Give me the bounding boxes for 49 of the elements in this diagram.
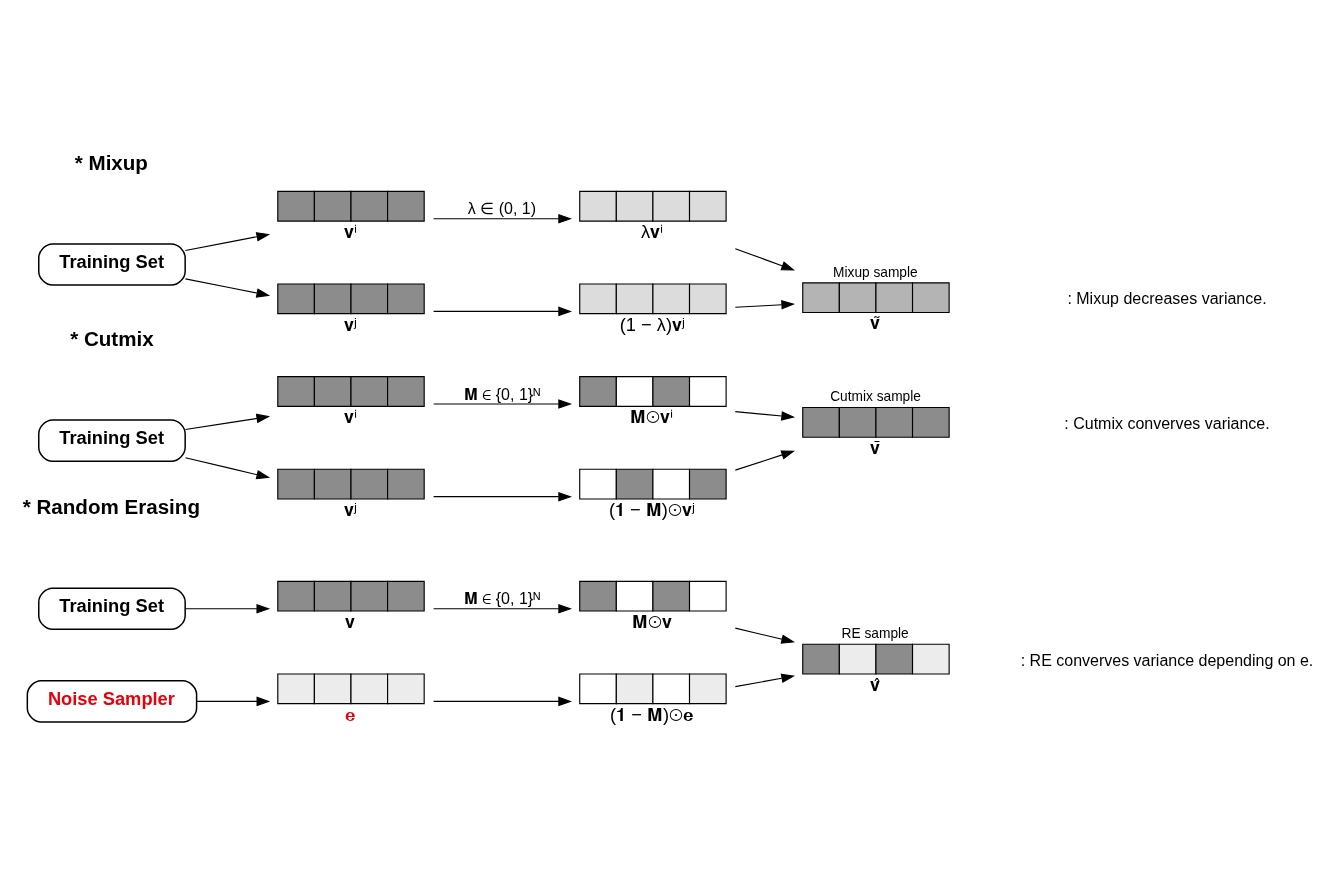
arrow (734, 411, 796, 421)
arrow (734, 627, 795, 644)
arrow (184, 603, 271, 614)
node-box: Noise Sampler (26, 680, 198, 723)
node-label: 𝐌⊙𝐯ⁱ (630, 406, 674, 428)
arrow (433, 603, 573, 614)
edge-label: λ ∈ (0, 1) (467, 200, 537, 218)
arrow (433, 213, 573, 224)
arrow (433, 399, 573, 409)
label: * Mixup (74, 151, 148, 175)
node-label: 𝐯ʲ (344, 498, 358, 520)
arrow (184, 457, 271, 480)
node-label: RE sample (841, 626, 909, 642)
node-label: 𝐯ⁱ (343, 220, 357, 242)
arrow (734, 248, 795, 271)
arrow (734, 450, 795, 471)
node-label: λ𝐯ⁱ (640, 220, 664, 242)
arrow (196, 696, 271, 707)
arrow (433, 306, 573, 317)
label: : RE converves variance depending on e. (1020, 651, 1314, 669)
arrow (734, 300, 796, 310)
arrow (184, 413, 271, 431)
label: : Mixup decreases variance. (1067, 290, 1267, 308)
arrow (184, 278, 271, 298)
arrow (433, 696, 573, 707)
node-label: 𝐯̄ (870, 437, 881, 459)
node-label: (𝟏 − 𝐌)⊙𝐯ʲ (608, 498, 695, 520)
edge-label: 𝐌 ∈ {0, 1}ᴺ (463, 385, 541, 403)
node-label: 𝐯̃ (870, 312, 881, 334)
arrow (734, 673, 796, 688)
label: * Cutmix (70, 327, 154, 351)
node-label: Mixup sample (833, 264, 918, 280)
arrow (184, 232, 271, 252)
node-label: 𝐞 (345, 703, 357, 725)
node-label: 𝐯ʲ (344, 313, 358, 335)
arrow (433, 491, 573, 502)
node-box: Training Set (38, 587, 186, 631)
node-label: Cutmix sample (830, 389, 921, 405)
node-label: 𝐯ⁱ (343, 406, 357, 428)
node-label: 𝐌⊙𝐯 (631, 610, 672, 632)
edge-label: 𝐌 ∈ {0, 1}ᴺ (463, 590, 541, 608)
node-label: 𝐯̂ (870, 673, 881, 695)
label: * Random Erasing (22, 495, 200, 519)
node-label: (1 − λ)𝐯ʲ (619, 313, 685, 335)
node-box: Training Set (38, 419, 186, 462)
node-label: 𝐯 (345, 610, 356, 632)
label: : Cutmix converves variance. (1064, 414, 1270, 432)
node-box: Training Set (38, 243, 186, 286)
node-label: (𝟏 − 𝐌)⊙𝐞 (610, 703, 695, 725)
